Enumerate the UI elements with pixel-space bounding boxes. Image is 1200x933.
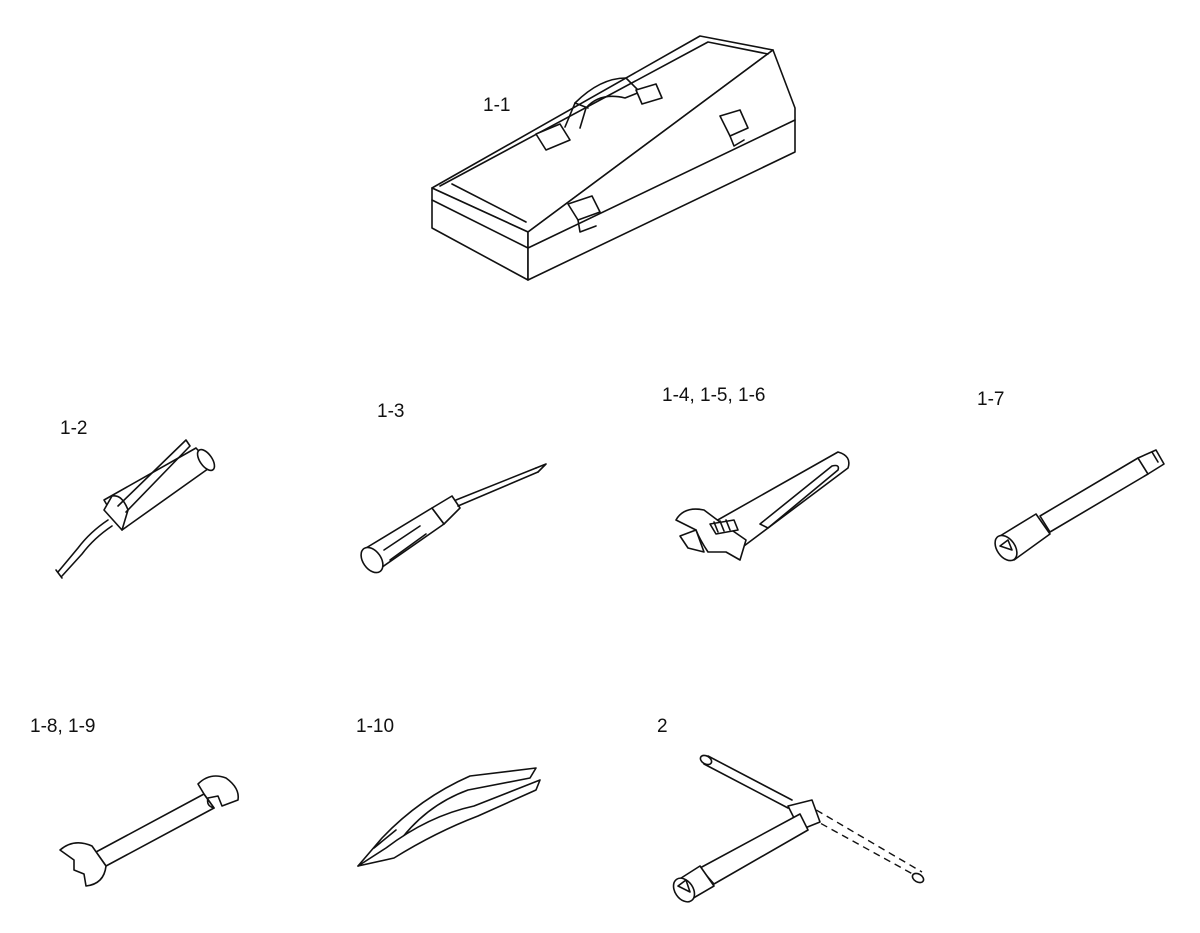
- toolbox-illustration: [431, 35, 796, 281]
- pliers-illustration: [357, 767, 541, 867]
- open-end-wrench-illustration: [59, 775, 240, 887]
- label-t-handle-socket-wrench: 2: [657, 716, 668, 737]
- label-pliers: 1-10: [356, 716, 395, 737]
- grease-gun-illustration: [55, 439, 216, 579]
- t-handle-socket-wrench-illustration: [672, 754, 925, 903]
- label-open-end-wrench: 1-8, 1-9: [30, 716, 96, 737]
- screwdriver-illustration: [360, 463, 547, 574]
- label-grease-gun: 1-2: [60, 418, 88, 439]
- label-toolbox: 1-1: [483, 95, 511, 116]
- label-screwdriver: 1-3: [377, 401, 405, 422]
- label-adjustable-wrench: 1-4, 1-5, 1-6: [662, 385, 766, 406]
- socket-extension-illustration: [994, 449, 1165, 562]
- label-socket-extension: 1-7: [977, 389, 1005, 410]
- adjustable-wrench-illustration: [675, 451, 850, 561]
